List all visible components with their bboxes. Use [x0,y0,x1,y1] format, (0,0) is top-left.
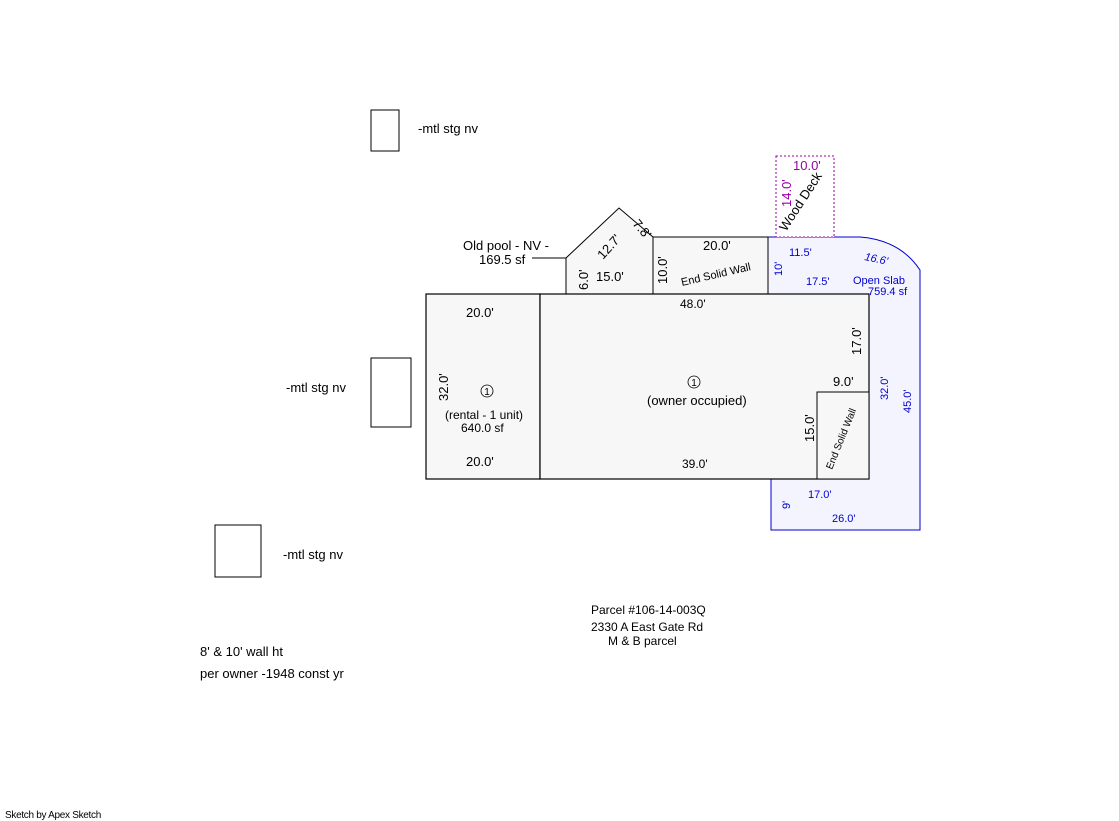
shed-middle [370,357,412,428]
slab-dim-17: 17.0' [808,489,832,501]
end-wall-top-dim-width: 20.0' [703,238,731,253]
end-wall-inner-dim-width: 9.0' [833,374,854,389]
owner-occupied-area [539,293,870,480]
pool-dim-6: 6.0' [576,269,591,290]
parcel-number: Parcel #106-14-003Q [591,603,706,617]
parcel-address: 2330 A East Gate Rd [591,620,703,634]
owner-dim-top: 48.0' [680,297,706,311]
pool-label-line2: 169.5 sf [479,252,526,267]
note-wall-height: 8' & 10' wall ht [200,644,283,659]
owner-label: (owner occupied) [647,393,747,408]
slab-dim-top: 11.5' [789,247,812,259]
wood-deck-area [775,155,835,238]
footer-credit: Sketch by Apex Sketch [5,810,101,821]
rental-dim-side: 32.0' [436,373,451,401]
rental-dim-top: 20.0' [466,305,494,320]
slab-dim-17-5: 17.5' [806,276,830,288]
end-wall-inner-dim-height: 15.0' [802,414,817,442]
slab-label: Open Slab [853,275,905,287]
owner-symbol: 1 [691,378,697,389]
pool-label-line1: Old pool - NV - [463,238,549,253]
slab-dim-32: 32.0' [879,376,891,400]
owner-dim-right: 17.0' [849,327,864,355]
shed-top-label: -mtl stg nv [418,121,478,136]
end-wall-top-dim-height: 10.0' [655,256,670,284]
shed-bottom-label: -mtl stg nv [283,547,343,562]
parcel-type: M & B parcel [608,634,677,648]
rental-label: (rental - 1 unit) [445,408,523,422]
rental-dim-bottom: 20.0' [466,454,494,469]
slab-dim-10: 10' [773,262,785,276]
end-wall-top-area [652,236,769,295]
note-construction: per owner -1948 const yr [200,666,344,681]
shed-top [370,109,400,152]
rental-symbol-circle [480,384,494,398]
slab-area: 759.4 sf [868,286,908,298]
rental-symbol: 1 [484,387,490,398]
slab-dim-9: 9' [781,501,793,509]
slab-dim-45: 45.0' [902,389,914,413]
end-wall-inner-area [816,391,870,480]
rental-area: 640.0 sf [461,421,504,435]
pool-dim-15: 15.0' [596,269,624,284]
shed-middle-label: -mtl stg nv [286,380,346,395]
slab-dim-arc: 16.6' [863,251,889,268]
slab-dim-26: 26.0' [832,513,856,525]
shed-bottom [214,524,262,578]
deck-dim-width: 10.0' [793,158,821,173]
deck-dim-height: 14.0' [779,179,794,207]
owner-dim-bottom: 39.0' [682,457,708,471]
owner-symbol-circle [687,375,701,389]
